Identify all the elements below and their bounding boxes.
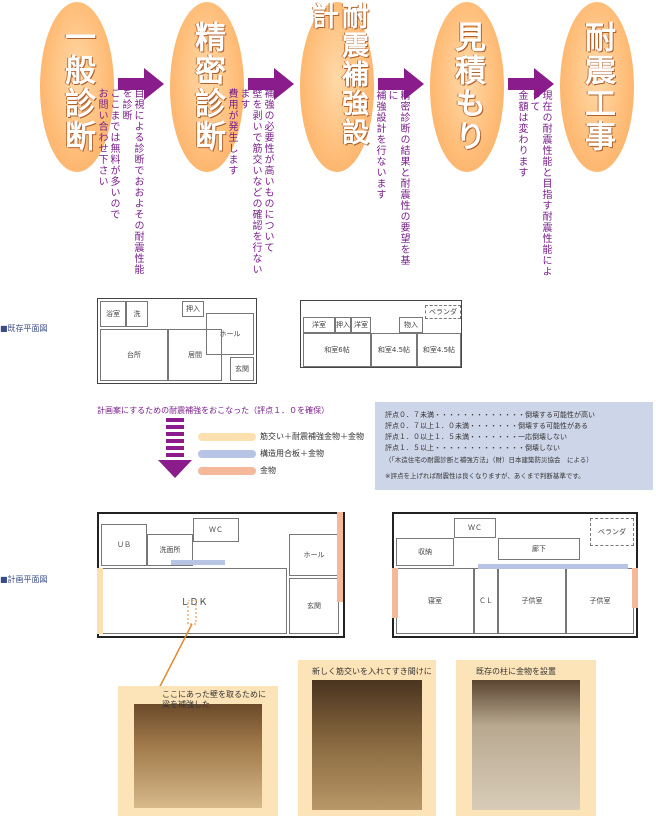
room: ＷＣ bbox=[454, 518, 496, 538]
room: ベランダ bbox=[590, 518, 634, 546]
score-line: ※評点を上げれば耐震性は良くなりますが、あくまで判断基準です。 bbox=[385, 472, 585, 480]
score-line: 評点０．７未満・・・・・・・・・・・・・倒壊する可能性が高い bbox=[385, 411, 595, 419]
room: 寝室 bbox=[396, 568, 474, 634]
current-floor-1-plan: 浴室 洗 押入 ホール 台所 居間 玄関 bbox=[97, 298, 257, 384]
room: 和室6帖 bbox=[303, 333, 371, 367]
room: 和室4.5帖 bbox=[417, 333, 461, 367]
step-1-description: 目視による診断でおおよその耐震性能を診断 ここまでは無料が多いので お問い合わせ… bbox=[96, 88, 143, 275]
room: 子供室 bbox=[566, 568, 634, 634]
score-line: （「木造住宅の耐震診断と補強方法」（財）日本建築防災協会 による） bbox=[385, 456, 593, 464]
arrow-right-icon bbox=[248, 68, 294, 100]
reinforcement-hardware bbox=[392, 568, 398, 618]
arrow-right-icon bbox=[508, 68, 554, 100]
step-title: 一般診断 bbox=[59, 21, 95, 153]
reinforcement-plywood bbox=[478, 564, 628, 569]
construction-photo bbox=[472, 680, 580, 810]
room: 押入 bbox=[182, 301, 204, 317]
legend-label: 筋交い＋耐震補強金物＋金物 bbox=[260, 432, 364, 441]
step-1: 一般診断 bbox=[40, 2, 114, 172]
reinforcement-plywood bbox=[171, 560, 225, 565]
room: 子供室 bbox=[498, 568, 566, 634]
photo-caption: 既存の柱に金物を設置 bbox=[476, 667, 556, 676]
room: ＣＬ bbox=[474, 568, 498, 634]
room: 玄関 bbox=[230, 357, 254, 381]
current-plan-label: ■既存平面図 bbox=[0, 324, 48, 333]
current-floor-2-plan: 洋室 押入 洋室 物入 和室6帖 和室4.5帖 和室4.5帖 ベランダ bbox=[300, 300, 462, 368]
photo-caption: 新しく筋交いを入れてすき間けに bbox=[312, 667, 432, 676]
room: 洗 bbox=[126, 301, 148, 327]
arrow-down-icon bbox=[158, 418, 192, 478]
reinforcement-bracing bbox=[97, 568, 103, 634]
room: 居間 bbox=[168, 329, 222, 381]
photo-panel-2: 新しく筋交いを入れてすき間けに bbox=[298, 660, 436, 816]
step-2: 精密診断 bbox=[170, 2, 244, 172]
room: 玄関 bbox=[289, 578, 339, 634]
plan-note: 計画案にするための耐震補強をおこなった（評点１．０を確保） bbox=[97, 406, 330, 415]
step-title: 耐震補強設計 bbox=[307, 2, 368, 147]
score-line: 評点１．０以上１．５未満・・・・・・・一応倒壊しない bbox=[385, 433, 567, 441]
room: 収納 bbox=[396, 538, 454, 566]
step-2-description: 補強の必要性が高いものについて 壁を剥いで筋交いなどの確認を行ないます 費用が発… bbox=[226, 88, 273, 275]
room: ＵＢ bbox=[101, 524, 147, 566]
legend-label: 構造用合板＋金物 bbox=[260, 449, 324, 458]
legend-swatch-bracing bbox=[198, 433, 256, 441]
step-title: 精密診断 bbox=[189, 21, 225, 153]
step-title: 耐震工事 bbox=[579, 21, 615, 153]
legend-swatch-plywood bbox=[198, 450, 256, 458]
arrow-right-icon bbox=[118, 68, 164, 100]
step-5-description: 現在の耐震性能と目指す耐震性能によって 金額は変わります bbox=[516, 90, 551, 277]
construction-photo bbox=[134, 704, 262, 808]
room: 洗面所 bbox=[147, 534, 193, 566]
room: 物入 bbox=[399, 317, 423, 333]
room: 浴室 bbox=[100, 301, 126, 327]
room: ホール bbox=[289, 534, 339, 576]
score-box: 評点０．７未満・・・・・・・・・・・・・倒壊する可能性が高い 評点０．７以上１．… bbox=[375, 402, 653, 490]
step-title: 見積もり bbox=[449, 21, 485, 153]
construction-photo bbox=[312, 680, 422, 810]
legend-label: 金物 bbox=[260, 466, 276, 475]
new-floor-1-plan: ＵＢ 洗面所 ＷＣ ホール ＬＤＫ 玄関 bbox=[97, 512, 345, 638]
photo-panel-1: ここにあった壁を取るために 梁を補強した bbox=[118, 686, 278, 816]
room: 洋室 bbox=[351, 317, 371, 333]
step-5: 耐震工事 bbox=[560, 2, 634, 172]
room: ホール bbox=[206, 313, 254, 355]
score-line: 評点０．７以上１．０未満・・・・・・・倒壊する可能性がある bbox=[385, 422, 588, 430]
room: 台所 bbox=[100, 329, 168, 381]
score-line: 評点１．５以上・・・・・・・・・・・・・倒壊しない bbox=[385, 444, 560, 452]
leader-line bbox=[153, 600, 197, 699]
legend-swatch-hardware bbox=[198, 467, 256, 475]
step-4: 見積もり bbox=[430, 2, 504, 172]
room: 廊下 bbox=[498, 538, 580, 560]
new-plan-label: ■計画平面図 bbox=[0, 575, 48, 584]
room: ベランダ bbox=[425, 305, 461, 319]
arrow-right-icon bbox=[378, 68, 424, 100]
new-floor-2-plan: ＷＣ 収納 廊下 ベランダ 寝室 ＣＬ 子供室 子供室 bbox=[392, 512, 638, 638]
reinforcement-hardware bbox=[337, 512, 343, 602]
photo-caption: ここにあった壁を取るために 梁を補強した bbox=[162, 690, 266, 709]
step-3: 耐震補強設計 bbox=[300, 2, 374, 172]
room: 和室4.5帖 bbox=[371, 333, 417, 367]
room: 洋室 bbox=[303, 317, 335, 333]
step-3-description: 精密診断の結果と耐震性の要望を基に 補強設計を行ないます bbox=[374, 90, 409, 266]
photo-panel-3: 既存の柱に金物を設置 bbox=[456, 660, 596, 816]
room: 押入 bbox=[335, 317, 351, 333]
reinforcement-hardware bbox=[632, 568, 638, 608]
room: ＷＣ bbox=[193, 518, 239, 542]
